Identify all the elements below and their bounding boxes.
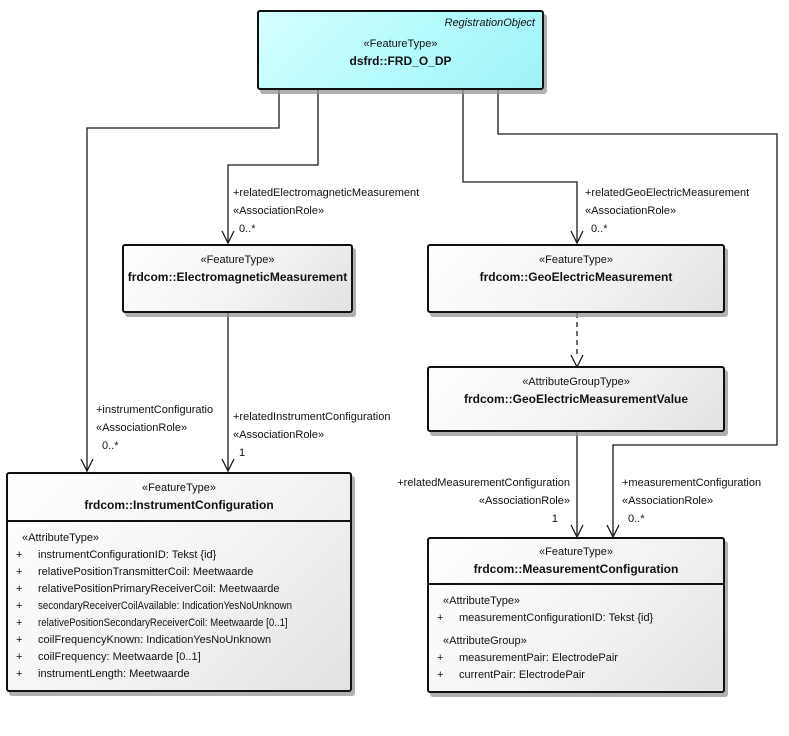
object-type-annotation: RegistrationObject (444, 17, 536, 29)
class-instrument-configuration[interactable]: «FeatureType» frdcom::InstrumentConfigur… (6, 472, 352, 692)
stereotype-label: «FeatureType» (539, 546, 613, 558)
role-multiplicity: 0..* (239, 223, 256, 235)
attribute-text: relativePositionPrimaryReceiverCoil: Mee… (38, 583, 280, 595)
attribute-text: instrumentConfigurationID: Tekst {id} (38, 549, 217, 561)
attribute-text: secondaryReceiverCoilAvailable: Indicati… (38, 600, 292, 612)
role-name: +measurementConfiguration (622, 477, 762, 489)
stereotype-label: «FeatureType» (539, 254, 613, 266)
open-arrowhead-icon (80, 458, 94, 473)
visibility-marker: + (16, 600, 23, 612)
role-multiplicity: 1 (551, 513, 558, 525)
stereotype-label: «AttributeGroupType» (522, 376, 630, 388)
connector-related-geo-electric-measurement (462, 90, 584, 245)
attribute-row: + relativePositionPrimaryReceiverCoil: M… (14, 581, 348, 598)
open-arrowhead-icon (570, 230, 584, 245)
attribute-row: + coilFrequency: Meetwaarde [0..1] (14, 649, 348, 666)
visibility-marker: + (437, 612, 444, 624)
class-name: frdcom::ElectromagneticMeasurement (127, 270, 348, 284)
role-stereotype: «AssociationRole» (585, 205, 677, 217)
class-name: frdcom::MeasurementConfiguration (473, 562, 679, 576)
attribute-text: relativePositionTransmitterCoil: Meetwaa… (38, 566, 254, 578)
connector-dependency-geo-electric-value (570, 313, 584, 369)
attribute-row: + secondaryReceiverCoilAvailable: Indica… (14, 598, 348, 615)
visibility-marker: + (16, 583, 23, 595)
role-stereotype: «AssociationRole» (233, 429, 325, 441)
attribute-text: measurementConfigurationID: Tekst {id} (459, 612, 654, 624)
attribute-row: + relativePositionSecondaryReceiverCoil:… (14, 615, 348, 632)
visibility-marker: + (437, 669, 444, 681)
open-arrowhead-icon (606, 524, 620, 539)
attribute-section-header: «AttributeGroup» (443, 635, 527, 647)
role-label-related-electromagnetic: +relatedElectromagneticMeasurement «Asso… (233, 184, 419, 238)
visibility-marker: + (16, 651, 23, 663)
role-label-measurement-configuration: +measurementConfiguration «AssociationRo… (622, 474, 761, 528)
visibility-marker: + (16, 668, 23, 680)
attribute-text: coilFrequencyKnown: IndicationYesNoUnkno… (38, 634, 272, 646)
role-label-related-instrument-configuration: +relatedInstrumentConfiguration «Associa… (233, 408, 390, 462)
attribute-row: + currentPair: ElectrodePair (435, 667, 721, 684)
attribute-text: coilFrequency: Meetwaarde [0..1] (38, 651, 201, 663)
connector-related-measurement-configuration (570, 432, 584, 539)
role-name: +relatedMeasurementConfiguration (397, 477, 570, 489)
visibility-marker: + (437, 652, 444, 664)
role-stereotype: «AssociationRole» (478, 495, 570, 507)
class-electromagnetic-measurement[interactable]: «FeatureType» frdcom::ElectromagneticMea… (122, 244, 353, 313)
attribute-row: + relativePositionTransmitterCoil: Meetw… (14, 564, 348, 581)
role-name: +instrumentConfiguratio (96, 404, 214, 416)
role-label-related-measurement-configuration: +relatedMeasurementConfiguration «Associ… (360, 474, 570, 528)
class-geo-electric-measurement-value[interactable]: «AttributeGroupType» frdcom::GeoElectric… (427, 366, 725, 432)
stereotype-label: «FeatureType» (200, 254, 275, 266)
attribute-section-header: «AttributeType» (22, 532, 100, 544)
attribute-text: relativePositionSecondaryReceiverCoil: M… (38, 617, 288, 629)
connector-measurement-configuration (497, 90, 778, 539)
role-name: +relatedElectromagneticMeasurement (233, 187, 420, 199)
stereotype-label: «FeatureType» (363, 38, 438, 50)
role-multiplicity: 0..* (591, 223, 608, 235)
class-name: frdcom::GeoElectricMeasurementValue (463, 392, 689, 406)
stereotype-label: «FeatureType» (142, 482, 216, 494)
role-multiplicity: 1 (239, 447, 246, 459)
attribute-compartment: «AttributeType» + measurementConfigurati… (429, 585, 723, 688)
attribute-section-header: «AttributeType» (443, 595, 521, 607)
role-name: +relatedGeoElectricMeasurement (585, 187, 750, 199)
attribute-row: + measurementPair: ElectrodePair (435, 650, 721, 667)
attribute-text: measurementPair: ElectrodePair (459, 652, 618, 664)
role-multiplicity: 0..* (628, 513, 645, 525)
role-stereotype: «AssociationRole» (622, 495, 714, 507)
attribute-text: instrumentLength: Meetwaarde (38, 668, 190, 680)
class-frd-o-dp[interactable]: RegistrationObject «FeatureType» dsfrd::… (257, 10, 544, 90)
attribute-row: + instrumentConfigurationID: Tekst {id} (14, 547, 348, 564)
attribute-row: + coilFrequencyKnown: IndicationYesNoUnk… (14, 632, 348, 649)
role-label-instrument-configuration: +instrumentConfiguratio «AssociationRole… (96, 401, 213, 455)
class-measurement-configuration[interactable]: «FeatureType» frdcom::MeasurementConfigu… (427, 537, 725, 693)
attribute-row: + measurementConfigurationID: Tekst {id} (435, 610, 721, 627)
role-stereotype: «AssociationRole» (233, 205, 325, 217)
role-stereotype: «AssociationRole» (96, 422, 188, 434)
role-label-related-geo-electric: +relatedGeoElectricMeasurement «Associat… (585, 184, 749, 238)
role-name: +relatedInstrumentConfiguration (233, 411, 391, 423)
role-multiplicity: 0..* (102, 440, 119, 452)
visibility-marker: + (16, 549, 23, 561)
visibility-marker: + (16, 634, 23, 646)
class-geo-electric-measurement[interactable]: «FeatureType» frdcom::GeoElectricMeasure… (427, 244, 725, 313)
visibility-marker: + (16, 566, 23, 578)
open-arrowhead-icon (570, 524, 584, 539)
class-name: frdcom::GeoElectricMeasurement (479, 270, 673, 284)
attribute-text: currentPair: ElectrodePair (459, 669, 585, 681)
class-name: dsfrd::FRD_O_DP (349, 54, 452, 68)
visibility-marker: + (16, 617, 23, 629)
attribute-compartment: «AttributeType» + instrumentConfiguratio… (8, 522, 350, 687)
attribute-row: + instrumentLength: Meetwaarde (14, 666, 348, 683)
class-name: frdcom::InstrumentConfiguration (84, 498, 274, 512)
